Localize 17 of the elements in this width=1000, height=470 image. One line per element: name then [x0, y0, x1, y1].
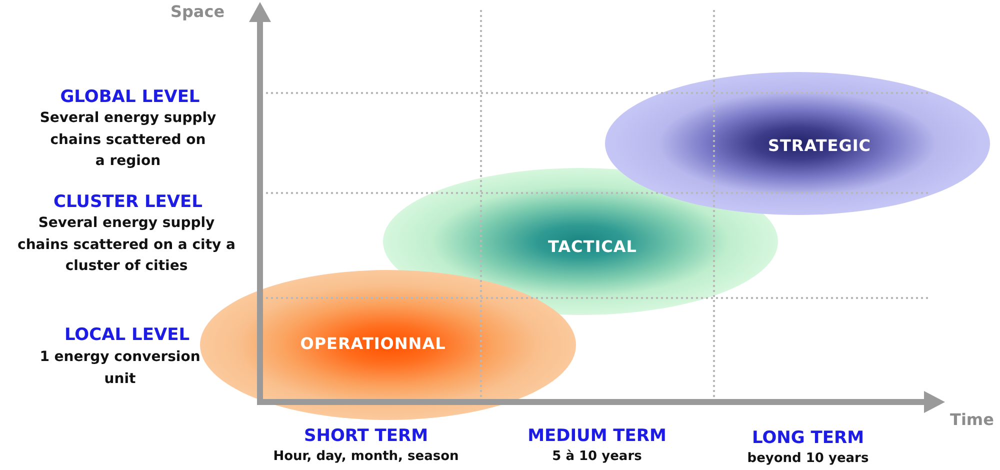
- level-description: Several energy supply chains scattered on a region: [38, 109, 218, 171]
- ellipse-label: STRATEGIC: [768, 136, 872, 156]
- term-heading: LONG TERM: [751, 427, 865, 449]
- term-heading: MEDIUM TERM: [526, 425, 668, 447]
- term-description: Hour, day, month, season: [272, 448, 460, 466]
- ellipse-label: TACTICAL: [548, 236, 637, 256]
- level-heading: GLOBAL LEVEL: [59, 86, 201, 108]
- level-heading: LOCAL LEVEL: [63, 324, 191, 346]
- level-heading: CLUSTER LEVEL: [52, 191, 204, 213]
- axis-label: Space: [169, 2, 226, 22]
- term-description: beyond 10 years: [746, 450, 870, 468]
- axis-label: Time: [949, 410, 995, 430]
- term-heading: SHORT TERM: [303, 425, 429, 447]
- level-description: 1 energy conversion unit: [38, 348, 202, 388]
- level-description: Several energy supply chains scattered on a city a cluster of cities: [16, 214, 236, 276]
- term-description: 5 à 10 years: [551, 448, 643, 466]
- ellipse-label: OPERATIONNAL: [300, 334, 446, 354]
